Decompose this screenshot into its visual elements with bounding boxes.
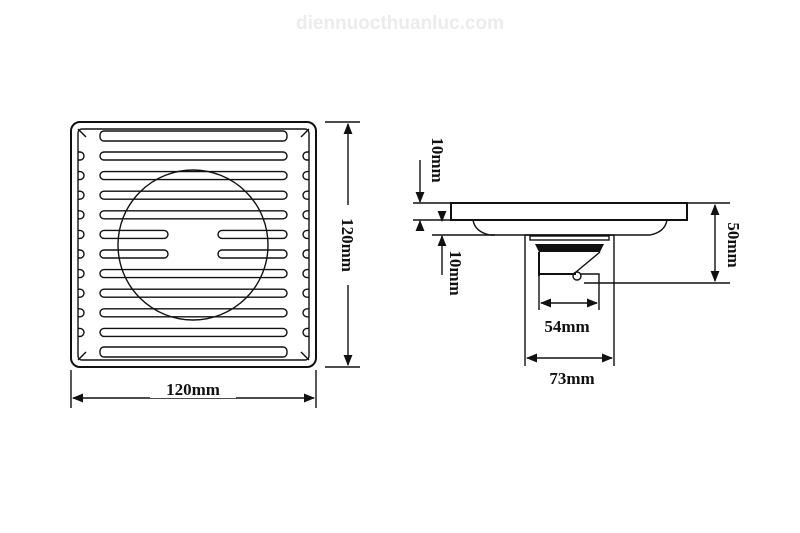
outlet-outer-label: 73mm xyxy=(549,369,594,388)
grate-slot xyxy=(99,229,169,240)
corner-mark xyxy=(300,128,310,138)
grate-slot xyxy=(99,288,288,298)
grate-notch xyxy=(78,288,85,298)
flange-depth-label: 10mm xyxy=(446,250,465,295)
grate-notch xyxy=(302,190,309,200)
front-view-grate xyxy=(70,121,317,368)
grate-notch xyxy=(78,151,85,161)
grate-notch xyxy=(302,170,309,181)
grate-notch xyxy=(302,308,309,318)
grate-slot xyxy=(99,346,288,358)
front-width-label: 120mm xyxy=(166,380,220,399)
grate-notch xyxy=(78,190,85,200)
outlet-inner-label: 54mm xyxy=(544,317,589,336)
grate-slot xyxy=(99,249,169,259)
grate-notch xyxy=(302,151,309,161)
plate-thickness-label: 10mm xyxy=(428,137,447,182)
grate-notch xyxy=(302,268,309,279)
grate-slot xyxy=(99,170,288,181)
grate-slot xyxy=(99,190,288,200)
grate-notch xyxy=(302,229,309,240)
grate-slot xyxy=(99,327,288,338)
grate-notch xyxy=(302,249,309,259)
grate-slot xyxy=(99,268,288,279)
front-height-label: 120mm xyxy=(338,218,357,272)
corner-mark xyxy=(77,351,87,361)
grate-slot xyxy=(99,130,288,142)
total-height-label: 50mm xyxy=(724,222,743,267)
corner-mark xyxy=(300,351,310,361)
grate-notch xyxy=(78,210,85,220)
watermark: diennuocthuanluc.com xyxy=(296,13,504,34)
grate-slot xyxy=(99,308,288,318)
grate-notch xyxy=(78,229,85,240)
grate-notch xyxy=(78,327,85,338)
grate-notch xyxy=(78,308,85,318)
grate-notch xyxy=(78,268,85,279)
grate-slot xyxy=(217,229,288,240)
grate-notch xyxy=(78,249,85,259)
corner-mark xyxy=(77,128,87,138)
grate-notch xyxy=(78,170,85,181)
grate-slot xyxy=(99,210,288,220)
grate-slot xyxy=(217,249,288,259)
grate-notch xyxy=(302,288,309,298)
grate-notch xyxy=(302,210,309,220)
grate-notch xyxy=(302,327,309,338)
grate-slot xyxy=(99,151,288,161)
